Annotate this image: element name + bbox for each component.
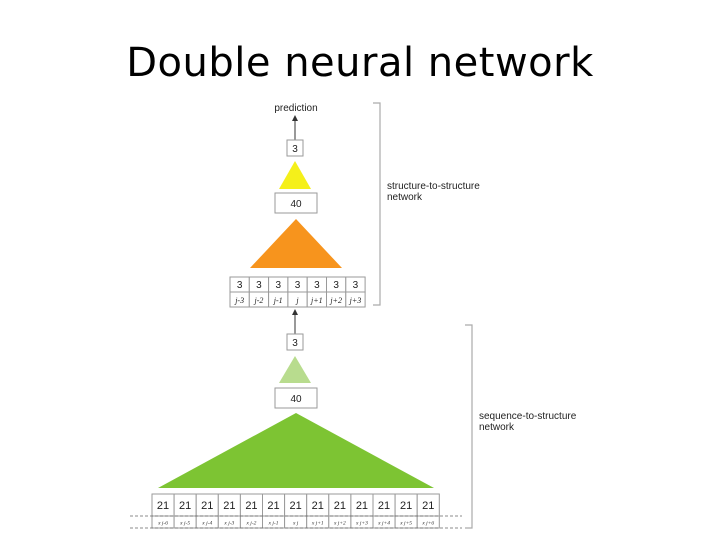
bottom-input-position: x j+6 [421,521,434,527]
top-output-box [286,139,304,157]
bottom-hidden-size: 40 [290,394,302,405]
top-input-position: j-1 [273,296,283,305]
bottom-network-label-line1: sequence-to-structure [479,411,577,422]
bottom-input-position: x j-4 [201,520,212,527]
bottom-hidden-triangle [158,413,434,488]
bottom-input-size: 21 [157,500,169,512]
bottom-hidden-box [274,387,318,409]
top-input-position: j+2 [329,296,342,305]
top-input-size: 3 [333,280,339,291]
top-input-position-cell [345,291,366,308]
bottom-input-size: 21 [245,500,257,512]
top-input-row: 3 j-3 3 j-2 3 j-1 3 j 3 j+1 3 j+2 3 j+3 [229,276,366,308]
top-hidden-box [274,192,318,214]
bottom-input-position-cell [416,515,440,529]
bottom-input-position: x j-2 [245,521,256,527]
top-input-position: j-3 [234,296,244,305]
bottom-input-position: x j+3 [355,521,368,527]
bottom-input-position: x j-6 [157,521,168,527]
top-network-bracket [373,102,381,306]
bottom-input-size: 21 [223,500,235,512]
top-input-size: 3 [314,280,320,291]
bottom-input-position: x j+5 [399,521,412,527]
bottom-input-size: 21 [378,500,390,512]
top-input-position: j-2 [254,296,264,305]
top-input-position: j+3 [349,296,362,305]
bottom-input-size: 21 [400,500,412,512]
bottom-output-box [286,333,304,351]
bottom-input-size: 21 [422,500,434,512]
bottom-network-bracket [465,324,473,529]
top-output-size: 3 [292,144,298,155]
top-input-position: j+1 [310,296,323,305]
top-input-size: 3 [295,280,301,291]
bottom-input-position: x j+1 [311,521,324,527]
top-network-label-line2: network [387,192,423,203]
bottom-input-size: 21 [334,500,346,512]
bottom-input-size: 21 [267,500,279,512]
top-input-size: 3 [237,280,243,291]
bottom-input-position: x j-1 [268,521,279,527]
bottom-input-position: x j-5 [179,521,190,527]
bottom-input-position: x j+2 [333,521,346,527]
bottom-input-position: x j-3 [223,521,234,527]
page-title: Double neural network [126,40,594,86]
top-hidden-triangle [250,219,342,268]
bottom-input-size: 21 [312,500,324,512]
top-output-triangle [279,161,311,189]
bottom-network-label-line2: network [479,422,515,433]
bottom-input-position: x j+4 [377,520,390,527]
bottom-output-triangle [279,356,311,383]
top-input-position: j [295,296,299,305]
bottom-input-position: x j [292,521,299,527]
top-input-size: 3 [353,280,359,291]
top-input-size: 3 [256,280,262,291]
bottom-input-size: 21 [201,500,213,512]
top-hidden-size: 40 [290,199,302,210]
top-input-size: 3 [275,280,281,291]
prediction-label: prediction [274,103,317,114]
top-network-label-line1: structure-to-structure [387,181,480,192]
bottom-input-size: 21 [179,500,191,512]
bottom-input-row: 21 x j-6 21 x j-5 21 x j-4 21 x j-3 21 x j-2 21 x j… [130,493,462,529]
bottom-input-size: 21 [356,500,368,512]
bottom-output-size: 3 [292,338,298,349]
bottom-input-size: 21 [290,500,302,512]
